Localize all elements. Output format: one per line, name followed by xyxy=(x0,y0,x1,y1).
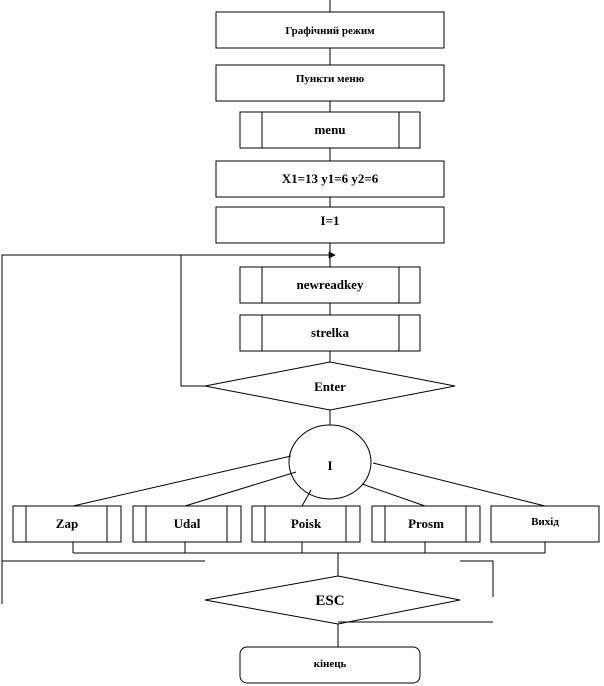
prosm-label: Prosm xyxy=(408,516,444,531)
newreadkey-subroutine-box xyxy=(239,266,421,304)
menu-items-box xyxy=(215,64,445,102)
esc-label: ESC xyxy=(315,593,344,609)
branch-line-udal xyxy=(184,471,297,507)
udal-box xyxy=(132,505,242,543)
i-init-box xyxy=(215,206,445,244)
poisk-label: Poisk xyxy=(291,516,322,531)
i-init-label: I=1 xyxy=(321,213,340,228)
coords-label: X1=13 y1=6 y2=6 xyxy=(282,171,379,186)
menu-label: menu xyxy=(314,122,345,137)
graphics-mode-label: Графічний режим xyxy=(285,25,375,37)
selector-circle xyxy=(288,424,372,500)
zap-label: Zap xyxy=(56,516,78,531)
enter-label: Enter xyxy=(314,379,346,394)
outer-loop-line xyxy=(1,254,181,604)
enter-decision xyxy=(204,361,456,411)
graphics-mode-box xyxy=(215,11,445,49)
zap-box xyxy=(12,505,122,543)
branch-line-poisk xyxy=(301,489,312,507)
selector-label: I xyxy=(327,458,332,473)
menu-subroutine-box xyxy=(239,111,421,149)
exit-box xyxy=(490,505,600,543)
esc-decision xyxy=(204,575,461,625)
branch-line-zap xyxy=(72,455,292,507)
end-terminator xyxy=(239,646,421,684)
strelka-label: strelka xyxy=(311,325,350,340)
poisk-box xyxy=(251,505,361,543)
newreadkey-label: newreadkey xyxy=(297,277,364,292)
branch-line-prosm xyxy=(361,483,426,507)
branch-line-exit xyxy=(372,462,546,507)
strelka-subroutine-box xyxy=(239,314,421,352)
enter-loop-line xyxy=(180,251,336,387)
esc-return-right xyxy=(460,560,494,597)
exit-label: Вихід xyxy=(531,516,559,528)
menu-items-label: Пункти меню xyxy=(296,73,364,85)
udal-label: Udal xyxy=(174,516,201,531)
prosm-box xyxy=(371,505,481,543)
coords-box xyxy=(215,160,445,198)
end-label: кінець xyxy=(314,658,347,670)
